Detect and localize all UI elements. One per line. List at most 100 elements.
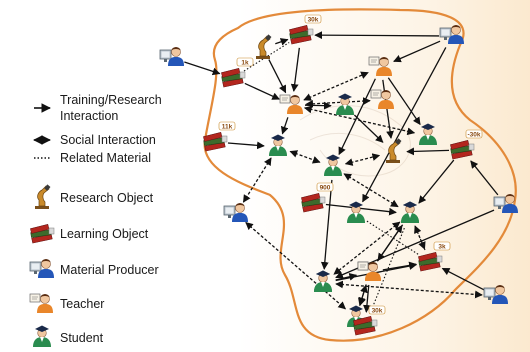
legend-social-label: Social Interaction	[60, 133, 156, 147]
badge: 900	[316, 182, 334, 192]
learning-icon	[289, 24, 314, 45]
node-student-s5	[347, 201, 365, 223]
legend-learning-label: Learning Object	[60, 227, 149, 241]
student-icon	[314, 270, 332, 292]
edge-social	[335, 280, 483, 299]
edge-social	[303, 71, 369, 101]
edge-training	[418, 159, 455, 204]
legend-training-line2: Interaction	[60, 109, 118, 123]
student-icon	[269, 134, 287, 156]
edge-training	[406, 147, 450, 156]
teacher-icon	[279, 94, 303, 114]
edge-training	[393, 40, 441, 63]
learning-icon	[353, 315, 378, 336]
badge-value: 30k	[372, 308, 383, 315]
edge-training	[470, 160, 499, 196]
teacher-icon	[370, 89, 394, 109]
legend-training: Training/Research Interaction	[34, 93, 162, 123]
node-learning-l7: 30k	[353, 305, 386, 336]
learning-icon	[301, 192, 326, 213]
badge-value: 11k	[222, 124, 233, 131]
student-icon	[33, 325, 51, 347]
edge-training	[363, 284, 371, 313]
edge-social	[344, 153, 381, 166]
node-learning-l6: 3k	[418, 241, 451, 272]
node-research-r1	[256, 34, 272, 59]
edge-social	[305, 97, 371, 108]
badge: 3k	[433, 241, 451, 251]
student-icon	[419, 123, 437, 145]
node-producer-p1	[159, 47, 184, 66]
student-icon	[347, 201, 365, 223]
teacher-icon	[357, 261, 381, 281]
node-teacher-t1	[368, 56, 392, 76]
badge: 30k	[368, 305, 386, 315]
legend-related: Related Material	[34, 151, 151, 165]
badge-value: 30k	[308, 17, 319, 24]
edge-training	[280, 117, 289, 135]
legend-training-line1: Training/Research	[60, 93, 162, 107]
node-producer-p5	[493, 194, 518, 213]
learning-icon	[221, 67, 246, 88]
producer-icon	[483, 285, 508, 304]
teacher-icon	[368, 56, 392, 76]
node-producer-p2	[439, 25, 464, 44]
producer-icon	[493, 194, 518, 213]
edge-training	[387, 77, 421, 126]
edge-training	[227, 141, 265, 150]
node-research-r2	[386, 138, 402, 163]
node-learning-l1: 30k	[289, 14, 322, 45]
node-student-s4	[324, 154, 342, 176]
producer-icon	[223, 203, 248, 222]
edge-training	[184, 61, 221, 76]
badge: 11k	[218, 121, 236, 131]
node-learning-l4: -30k	[450, 129, 483, 160]
producer-icon	[159, 47, 184, 66]
learning-object-icon	[30, 223, 55, 244]
node-producer-p4	[483, 285, 508, 304]
producer-icon	[439, 25, 464, 44]
badge-value: -30k	[467, 132, 480, 139]
node-learning-l3: 11k	[203, 121, 236, 152]
edge-training	[314, 31, 440, 40]
learning-icon	[418, 251, 443, 272]
legend-research-label: Research Object	[60, 191, 154, 205]
edge-social	[242, 157, 272, 203]
legend-producer-label: Material Producer	[60, 263, 159, 277]
node-student-s2	[419, 123, 437, 145]
node-student-s1	[336, 93, 354, 115]
node-student-s9	[401, 201, 419, 223]
edge-training	[382, 79, 394, 139]
material-producer-icon	[29, 259, 54, 278]
edge-training	[441, 267, 485, 291]
learning-icon	[450, 139, 475, 160]
edge-training	[275, 38, 289, 46]
legend-related-label: Related Material	[60, 151, 151, 165]
node-teacher-t5	[357, 261, 381, 281]
legend-student-label: Student	[60, 331, 104, 345]
edge-training	[244, 82, 280, 100]
research-object-icon	[35, 184, 51, 209]
badge: 30k	[304, 14, 322, 24]
student-icon	[324, 154, 342, 176]
nodes-layer: 30k 1k 11k -30k 900 3k 30k	[159, 14, 518, 336]
edge-social	[245, 222, 347, 310]
node-student-s10	[314, 270, 332, 292]
legend: Training/Research Interaction Social Int…	[29, 93, 162, 347]
edge-training	[320, 179, 333, 270]
edge-related	[366, 220, 419, 255]
node-producer-p3	[223, 203, 248, 222]
edge-social	[289, 150, 321, 164]
node-teacher-t3	[370, 89, 394, 109]
edge-training	[376, 224, 403, 262]
student-icon	[336, 93, 354, 115]
teacher-icon	[29, 293, 53, 313]
node-student-s3	[269, 134, 287, 156]
student-icon	[401, 201, 419, 223]
learning-icon	[203, 131, 228, 152]
research-icon	[256, 34, 272, 59]
node-learning-l2: 1k	[221, 57, 254, 88]
node-learning-l5: 900	[301, 182, 334, 213]
